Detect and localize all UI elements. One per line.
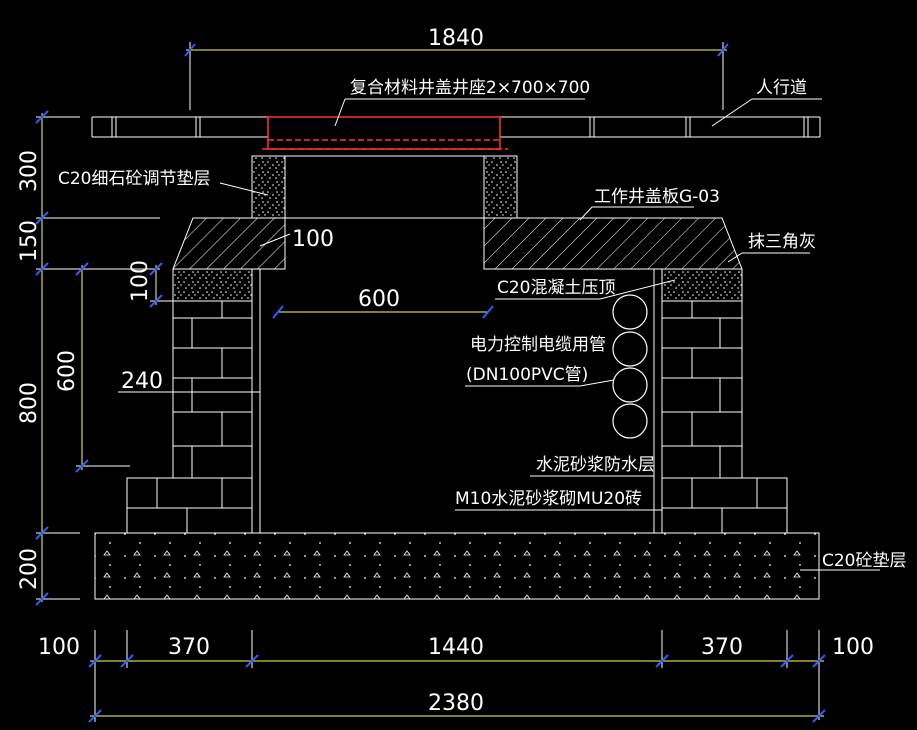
dim-inner-600: 600 [358, 287, 400, 312]
fine-stone-cushion [251, 155, 518, 219]
concrete-cushion [94, 532, 820, 600]
dim-h-300: 300 [17, 150, 42, 192]
dim-slab-100: 100 [292, 227, 334, 252]
dim-h-100: 100 [128, 260, 153, 302]
label-cable-pipe-1: 电力控制电缆用管 [470, 335, 606, 355]
dimension-texts: 1840 300 150 800 200 600 100 100 600 240… [17, 26, 874, 716]
annotation-labels: 复合材料井盖井座2×700×700 人行道 C20细石砼调节垫层 工作井盖板G-… [58, 78, 907, 571]
dimension-lines [36, 42, 824, 722]
dim-b-100-left: 100 [38, 635, 80, 660]
composite-cover-frame [258, 116, 510, 157]
dim-b-100-right: 100 [832, 635, 874, 660]
dim-b-1440: 1440 [428, 635, 484, 660]
label-brick: M10水泥砂浆砌MU20砖 [455, 489, 642, 509]
label-triangle-ash: 抹三角灰 [748, 232, 816, 252]
waterproof-layer [251, 269, 663, 533]
dim-h-800: 800 [17, 382, 42, 424]
brick-wall-left [126, 300, 253, 534]
label-cover-slab: 工作井盖板G-03 [594, 187, 720, 207]
dim-b-370-left: 370 [168, 635, 210, 660]
label-cable-pipe-2: (DN100PVC管) [466, 365, 588, 385]
dim-wall-240: 240 [121, 369, 163, 394]
dim-top-width: 1840 [428, 26, 484, 51]
label-c20-cushion: C20砼垫层 [822, 551, 907, 571]
sidewalk-paving [91, 116, 821, 138]
cable-pipes [612, 294, 648, 439]
label-sidewalk: 人行道 [756, 78, 807, 98]
leader-lines [219, 98, 880, 571]
dimension-ticks [35, 43, 826, 723]
dim-h-150: 150 [17, 220, 42, 262]
dim-b-370-right: 370 [701, 635, 743, 660]
label-c20-coping: C20混凝土压顶 [497, 278, 616, 298]
dim-total-2380: 2380 [428, 691, 484, 716]
label-waterproof: 水泥砂浆防水层 [536, 455, 655, 475]
dim-h-200: 200 [17, 548, 42, 590]
label-c20-fine-stone: C20细石砼调节垫层 [58, 169, 211, 189]
brick-wall-right [661, 300, 788, 534]
label-cover-seat: 复合材料井盖井座2×700×700 [350, 78, 590, 98]
dim-h-600: 600 [55, 350, 80, 392]
cover-slab [172, 217, 743, 270]
